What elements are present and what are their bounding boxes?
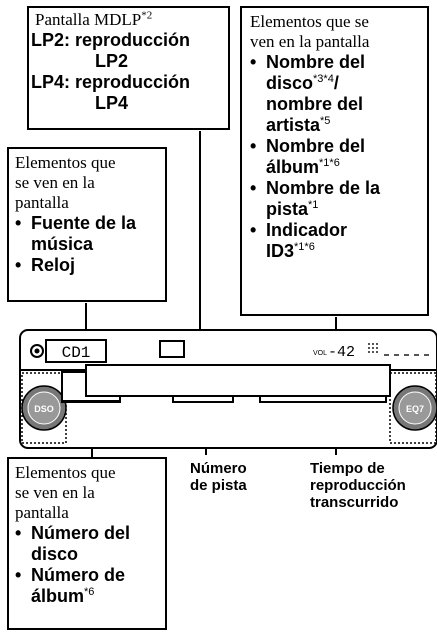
mdlp-title: Pantalla MDLP (35, 10, 142, 29)
list-item: Fuente de la música (15, 213, 159, 255)
bottom-items-list: Número del disco Número de álbum*6 (15, 523, 159, 607)
vol-value: -42 (328, 344, 355, 361)
mdlp-title-note: *2 (141, 9, 153, 22)
list-item: Nombre de la pista*1 (250, 178, 419, 220)
right-heading-1: Elementos que se (250, 12, 369, 31)
lp2-value: LP2 (95, 51, 129, 71)
bottom-heading-1: Elementos que (15, 463, 116, 482)
list-item: Nombre del disco*3*4/ nombre del artista… (250, 52, 419, 136)
vol-label: VOL (313, 350, 327, 357)
list-item: Reloj (15, 255, 159, 276)
mdlp-indicator-box (159, 340, 185, 358)
left-heading-1: Elementos que (15, 153, 116, 172)
left-heading-2: se ven en la (15, 173, 95, 192)
right-knob-label: EQ7 (406, 404, 424, 414)
source-text: CD1 (62, 344, 91, 362)
lp4-value: LP4 (95, 93, 129, 113)
left-elements-callout: Elementos que se ven en la pantalla Fuen… (7, 147, 167, 302)
elapsed-time-label: Tiempo de reproducción transcurrido (310, 460, 406, 511)
lp2-text: reproducción (75, 30, 191, 50)
left-items-list: Fuente de la música Reloj (15, 213, 159, 276)
list-item: Indicador ID3*1*6 (250, 220, 419, 262)
bottom-heading-3: pantalla (15, 503, 69, 522)
bottom-heading-2: se ven en la (15, 483, 95, 502)
list-item: Número de álbum*6 (15, 565, 159, 607)
bottom-elements-callout: Elementos que se ven en la pantalla Núme… (7, 457, 167, 630)
list-item: Nombre del álbum*1*6 (250, 136, 419, 178)
left-heading-3: pantalla (15, 193, 69, 212)
mdlp-display-callout: Pantalla MDLP*2 LP2: reproducción LP2 LP… (27, 6, 230, 130)
lp2-label: LP2: (31, 30, 71, 50)
left-knob-label: DSO (34, 404, 54, 414)
left-knob (21, 372, 67, 444)
source-box (45, 339, 107, 363)
right-items-list: Nombre del disco*3*4/ nombre del artista… (250, 52, 419, 262)
right-elements-callout: Elementos que se ven en la pantalla Nomb… (240, 6, 429, 316)
right-knob (389, 372, 437, 444)
track-number-label: Número de pista (190, 460, 247, 494)
lp4-text: reproducción (75, 72, 191, 92)
level-meter-icon (368, 343, 429, 356)
list-item: Número del disco (15, 523, 159, 565)
lp4-label: LP4: (31, 72, 71, 92)
mdlp-leader (186, 131, 201, 350)
right-heading-2: ven en la pantalla (250, 32, 370, 51)
